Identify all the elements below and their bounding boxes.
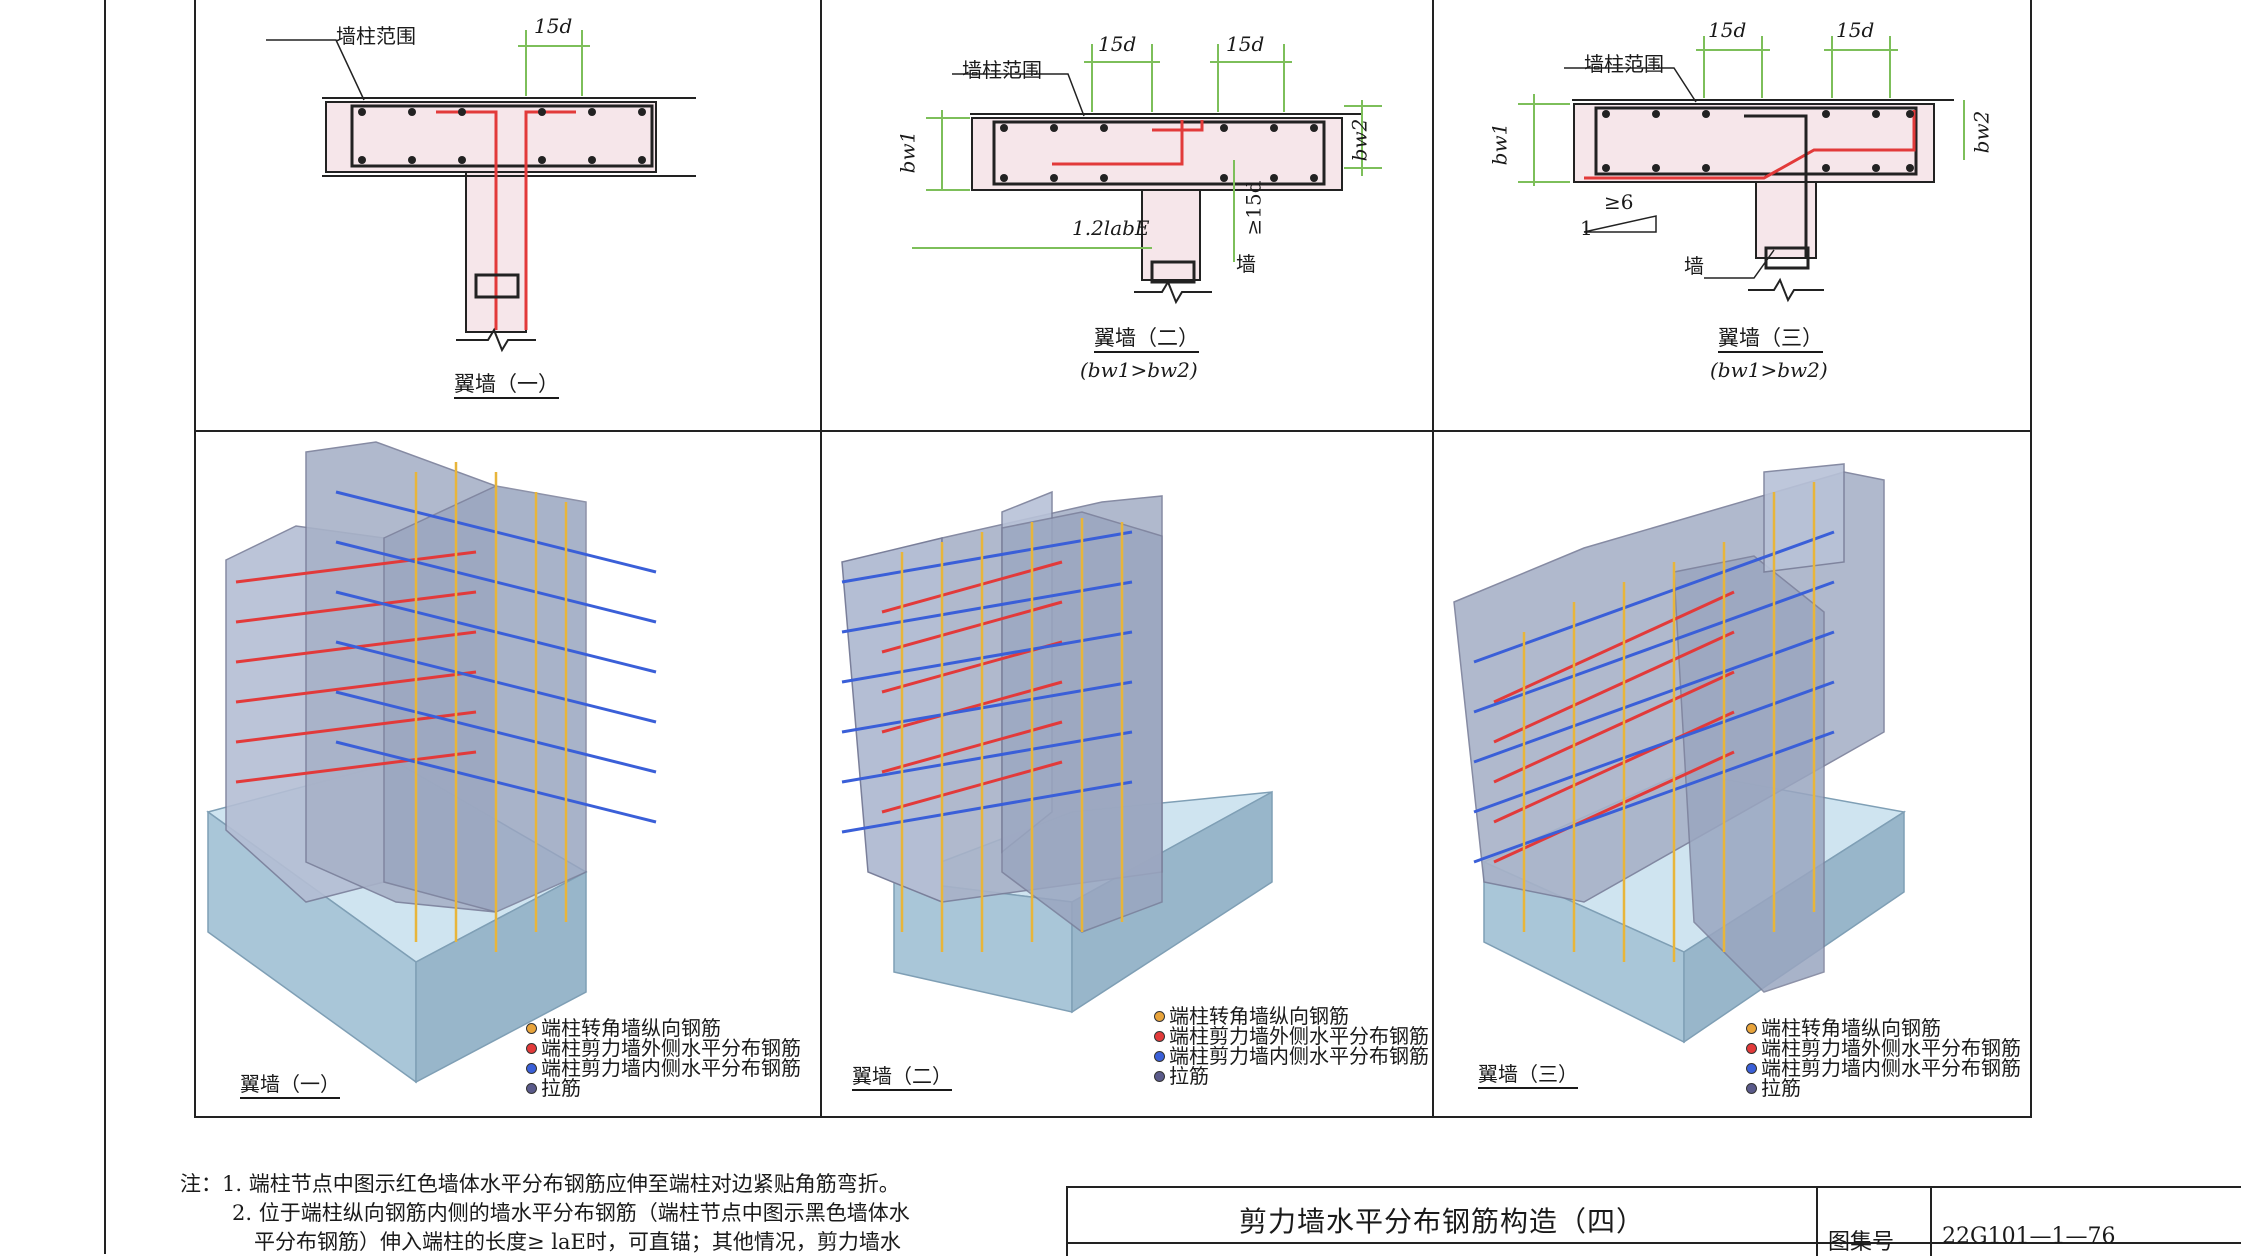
- legend-dot-icon: [1746, 1022, 1757, 1034]
- legend-dot-icon: [526, 1082, 537, 1094]
- wall-label: 墙: [1684, 254, 1704, 278]
- legend-item-longitudinal: 端柱转角墙纵向钢筋: [526, 1018, 801, 1038]
- legend-label: 端柱剪力墙外侧水平分布钢筋: [1761, 1036, 2021, 1060]
- legend-item-outer-horizontal: 端柱剪力墙外侧水平分布钢筋: [1154, 1026, 1429, 1046]
- atlas-number-code: 22G101—1—76: [1942, 1224, 2116, 1249]
- drawing-title: 剪力墙水平分布钢筋构造（四）: [1238, 1205, 1645, 1238]
- title-block: 剪力墙水平分布钢筋构造（四） 图集号 22G101—1—76: [1066, 1186, 2241, 1256]
- grid-middle-line: [194, 430, 2032, 432]
- note-line-2: 2. 位于端柱纵向钢筋内侧的墙水平分布钢筋（端柱节点中图示黑色墙体水: [232, 1201, 910, 1225]
- legend-item-outer-horizontal: 端柱剪力墙外侧水平分布钢筋: [1746, 1038, 2021, 1058]
- plan-drawing-2: [912, 44, 1382, 305]
- page-left-border: [104, 0, 106, 1254]
- render-wing-wall-2: 翼墙（二） 端柱转角墙纵向钢筋 端柱剪力墙外侧水平分布钢筋 端柱剪力墙内侧水平分…: [822, 432, 1432, 1116]
- anchor-length-label: 1.2labE: [1072, 216, 1150, 240]
- render-legend-3: 端柱转角墙纵向钢筋 端柱剪力墙外侧水平分布钢筋 端柱剪力墙内侧水平分布钢筋 拉筋: [1746, 1018, 2021, 1098]
- legend-item-inner-horizontal: 端柱剪力墙内侧水平分布钢筋: [1746, 1058, 2021, 1078]
- legend-item-tie-bar: 拉筋: [1746, 1078, 2021, 1098]
- min-15d-label: ≥15d: [1241, 180, 1266, 236]
- plan-caption-2: 翼墙（二）: [1094, 326, 1199, 350]
- atlas-number-label: 图集号: [1828, 1230, 1895, 1255]
- legend-label: 端柱转角墙纵向钢筋: [541, 1016, 721, 1040]
- legend-item-outer-horizontal: 端柱剪力墙外侧水平分布钢筋: [526, 1038, 801, 1058]
- legend-label: 端柱转角墙纵向钢筋: [1169, 1004, 1349, 1028]
- legend-item-tie-bar: 拉筋: [1154, 1066, 1429, 1086]
- wall-column-range-label: 墙柱范围: [962, 58, 1042, 82]
- legend-dot-icon: [1746, 1082, 1757, 1094]
- render-illustration-1: [206, 441, 657, 1084]
- grid-col-divider-1: [820, 0, 822, 1118]
- legend-label: 端柱转角墙纵向钢筋: [1761, 1016, 1941, 1040]
- note-line-1: 注：1. 端柱节点中图示红色墙体水平分布钢筋应伸至端柱对边紧贴角筋弯折。: [180, 1170, 1060, 1199]
- legend-dot-icon: [526, 1062, 537, 1074]
- bw2-label: bw2: [1347, 118, 1372, 162]
- legend-label: 端柱剪力墙内侧水平分布钢筋: [541, 1056, 801, 1080]
- legend-dot-icon: [1154, 1050, 1165, 1062]
- legend-dot-icon: [526, 1042, 537, 1054]
- notes-section: 注：1. 端柱节点中图示红色墙体水平分布钢筋应伸至端柱对边紧贴角筋弯折。 2. …: [180, 1170, 1060, 1257]
- legend-dot-icon: [526, 1022, 537, 1034]
- plan-drawing-1: [266, 30, 696, 353]
- bw1-label: bw1: [1487, 122, 1512, 166]
- legend-item-inner-horizontal: 端柱剪力墙内侧水平分布钢筋: [526, 1058, 801, 1078]
- render-wing-wall-1: 翼墙（一） 端柱转角墙纵向钢筋 端柱剪力墙外侧水平分布钢筋 端柱剪力墙内侧水平分…: [196, 432, 820, 1116]
- plan-detail-wing-wall-1: 墙柱范围 15d 翼墙（一）: [196, 0, 820, 430]
- wall-column-range-label: 墙柱范围: [1584, 52, 1664, 76]
- title-row-divider: [1068, 1242, 2241, 1244]
- plan-drawing-3: [1518, 36, 1965, 303]
- legend-label: 端柱剪力墙外侧水平分布钢筋: [1169, 1024, 1429, 1048]
- grid-right-line: [2030, 0, 2032, 1118]
- grid-col-divider-2: [1432, 0, 1434, 1118]
- legend-item-tie-bar: 拉筋: [526, 1078, 801, 1098]
- legend-dot-icon: [1746, 1042, 1757, 1054]
- dim-15d-label-2: 15d: [1836, 18, 1875, 42]
- wall-label: 墙: [1236, 252, 1256, 276]
- plan-detail-wing-wall-3: 墙柱范围 15d 15d bw1 bw2 ≥6 1 墙 翼墙（三） (bw1>b…: [1434, 0, 2030, 430]
- notes-prefix: 注：: [180, 1172, 222, 1196]
- legend-dot-icon: [1154, 1030, 1165, 1042]
- legend-label: 端柱剪力墙内侧水平分布钢筋: [1761, 1056, 2021, 1080]
- condition-label: (bw1>bw2): [1080, 358, 1198, 382]
- render-caption-2: 翼墙（二）: [852, 1064, 952, 1088]
- render-wing-wall-3: 翼墙（三） 端柱转角墙纵向钢筋 端柱剪力墙外侧水平分布钢筋 端柱剪力墙内侧水平分…: [1434, 432, 2030, 1116]
- render-caption-1: 翼墙（一）: [240, 1072, 340, 1096]
- grid-left-line: [194, 0, 196, 1118]
- render-legend-1: 端柱转角墙纵向钢筋 端柱剪力墙外侧水平分布钢筋 端柱剪力墙内侧水平分布钢筋 拉筋: [526, 1018, 801, 1098]
- condition-label: (bw1>bw2): [1710, 358, 1828, 382]
- title-separator-2: [1930, 1188, 1932, 1256]
- legend-dot-icon: [1154, 1010, 1165, 1022]
- bw1-label: bw1: [895, 130, 920, 174]
- plan-detail-wing-wall-2: 墙柱范围 15d 15d bw1 bw2 1.2labE ≥15d 墙 翼墙（二…: [822, 0, 1432, 430]
- slope-label: ≥6: [1604, 190, 1634, 214]
- grid-bottom-line: [194, 1116, 2032, 1118]
- legend-label: 端柱剪力墙外侧水平分布钢筋: [541, 1036, 801, 1060]
- dim-15d-label: 15d: [534, 14, 573, 38]
- render-caption-3: 翼墙（三）: [1478, 1062, 1578, 1086]
- dim-15d-label-2: 15d: [1226, 32, 1265, 56]
- render-illustration-3: [1453, 463, 1907, 1044]
- title-separator-1: [1816, 1188, 1818, 1256]
- legend-label: 拉筋: [541, 1076, 581, 1100]
- legend-item-longitudinal: 端柱转角墙纵向钢筋: [1746, 1018, 2021, 1038]
- slope-one-label: 1: [1580, 216, 1593, 240]
- note-text-1: 1. 端柱节点中图示红色墙体水平分布钢筋应伸至端柱对边紧贴角筋弯折。: [222, 1172, 900, 1196]
- render-illustration-2: [841, 490, 1273, 1014]
- legend-dot-icon: [1154, 1070, 1165, 1082]
- wall-column-range-label: 墙柱范围: [336, 24, 416, 48]
- legend-dot-icon: [1746, 1062, 1757, 1074]
- render-legend-2: 端柱转角墙纵向钢筋 端柱剪力墙外侧水平分布钢筋 端柱剪力墙内侧水平分布钢筋 拉筋: [1154, 1006, 1429, 1086]
- plan-caption-3: 翼墙（三）: [1718, 326, 1823, 350]
- legend-label: 端柱剪力墙内侧水平分布钢筋: [1169, 1044, 1429, 1068]
- note-line-3: 平分布钢筋）伸入端柱的长度≥ laE时，可直锚；其他情况，剪力墙水: [254, 1230, 901, 1254]
- legend-label: 拉筋: [1761, 1076, 1801, 1100]
- dim-15d-label-1: 15d: [1708, 18, 1747, 42]
- dim-15d-label-1: 15d: [1098, 32, 1137, 56]
- bw2-label: bw2: [1969, 110, 1994, 154]
- legend-item-inner-horizontal: 端柱剪力墙内侧水平分布钢筋: [1154, 1046, 1429, 1066]
- legend-item-longitudinal: 端柱转角墙纵向钢筋: [1154, 1006, 1429, 1026]
- plan-caption-1: 翼墙（一）: [454, 372, 559, 396]
- legend-label: 拉筋: [1169, 1064, 1209, 1088]
